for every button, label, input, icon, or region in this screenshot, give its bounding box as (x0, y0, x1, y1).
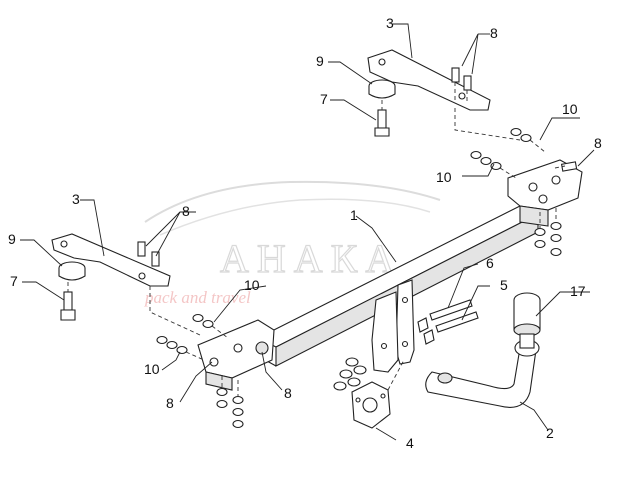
bolts-part-5-6 (417, 299, 479, 345)
side-bracket-upper-part-3 (367, 49, 521, 141)
crossbar-part-1 (197, 159, 583, 391)
label-part-8-bottom-middle: 8 (284, 385, 292, 401)
label-part-8-bottom-left: 8 (166, 395, 174, 411)
nuts-stack (333, 357, 367, 391)
bolt-lower-part-7 (60, 282, 76, 321)
tow-ball-part-17 (513, 292, 541, 349)
label-part-9-lower: 9 (8, 231, 16, 247)
label-part-10-upper-right: 10 (562, 101, 578, 117)
spacer-upper-part-9 (368, 79, 396, 99)
label-part-8-upper: 8 (490, 25, 498, 41)
spacer-lower-part-9 (58, 261, 86, 281)
washers-right-part-10 (470, 127, 578, 257)
watermark-brand: АНАКА (220, 236, 402, 281)
label-part-7-lower: 7 (10, 273, 18, 289)
watermark: АНАКА pack and travel (144, 180, 441, 307)
bolt-upper-part-7 (374, 100, 390, 137)
label-part-8-right: 8 (594, 135, 602, 151)
label-part-10-middle-right: 10 (436, 169, 452, 185)
socket-plate-part-4 (351, 359, 405, 429)
label-part-10-lower-left: 10 (144, 361, 160, 377)
bolts-lower-part-8 (137, 241, 160, 267)
label-part-5: 5 (500, 277, 508, 293)
bolts-upper-part-8 (451, 67, 472, 104)
label-part-17: 17 (570, 283, 586, 299)
watermark-tagline: pack and travel (144, 288, 251, 307)
label-part-3-lower: 3 (72, 191, 80, 207)
label-part-7-upper: 7 (320, 91, 328, 107)
leader-lines (20, 23, 595, 441)
label-part-3-upper: 3 (386, 15, 394, 31)
label-part-1: 1 (350, 207, 358, 223)
label-part-9-upper: 9 (316, 53, 324, 69)
label-part-10-upper-left: 10 (244, 277, 260, 293)
label-part-6: 6 (486, 255, 494, 271)
side-bracket-lower-part-3 (51, 233, 201, 336)
label-part-2: 2 (546, 425, 554, 441)
towball-arm-part-2 (425, 339, 540, 408)
washers-left-part-10 (156, 313, 244, 429)
label-part-8-lower: 8 (182, 203, 190, 219)
part-labels: 3 8 9 7 10 8 10 3 8 1 9 6 7 10 5 17 10 8… (8, 15, 602, 451)
label-part-4: 4 (406, 435, 414, 451)
